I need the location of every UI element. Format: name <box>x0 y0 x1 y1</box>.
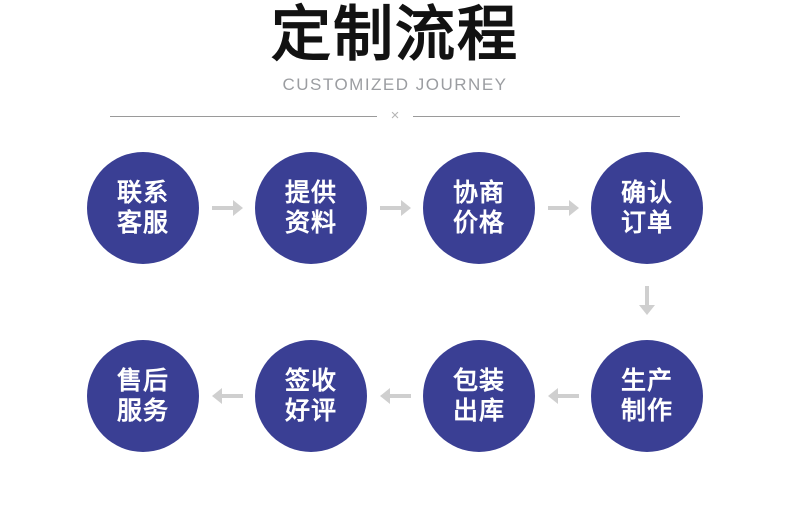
flow-step-circle: 协商 价格 <box>423 152 535 264</box>
flow-step-circle: 售后 服务 <box>87 340 199 452</box>
flow-step-label: 包装 出库 <box>453 366 505 426</box>
flow-step-label-line1: 包装 <box>452 367 505 395</box>
flow-step-label: 生产 制作 <box>621 366 673 426</box>
flow-step: 提供 资料 <box>255 152 367 264</box>
flow-step: 联系 客服 <box>87 152 199 264</box>
flow-arrow-cell <box>199 388 255 404</box>
divider-x-mark: × <box>390 107 400 124</box>
flow-step: 生产 制作 <box>591 340 703 452</box>
flow-step-label-line1: 提供 <box>284 179 337 207</box>
section-title: 定制流程 <box>271 1 519 68</box>
flow-step-label-line1: 联系 <box>116 179 169 207</box>
flow-step-label: 提供 资料 <box>285 178 337 238</box>
section-subtitle: CUSTOMIZED JOURNEY <box>282 75 508 94</box>
flow-step: 确认 订单 <box>591 152 703 264</box>
flow-step-label-line2: 制作 <box>620 397 673 425</box>
flow-step-label-line2: 服务 <box>116 397 169 425</box>
arrow-left-icon <box>211 388 243 404</box>
flow-step-circle: 包装 出库 <box>423 340 535 452</box>
flow-arrow-cell <box>535 388 591 404</box>
flow-arrow-cell <box>199 200 255 216</box>
arrow-left-icon <box>547 388 579 404</box>
flow-step-label: 售后 服务 <box>117 366 169 426</box>
flow-step-circle: 联系 客服 <box>87 152 199 264</box>
flow-step: 协商 价格 <box>423 152 535 264</box>
flow-step-label-line2: 价格 <box>452 209 505 237</box>
arrow-right-icon <box>379 200 411 216</box>
flow-step-label-line2: 好评 <box>284 397 337 425</box>
flow-step-label-line1: 售后 <box>116 367 169 395</box>
flow-step-label: 协商 价格 <box>453 178 505 238</box>
flow-step-circle: 确认 订单 <box>591 152 703 264</box>
section-header: 定制流程 CUSTOMIZED JOURNEY × <box>0 0 790 124</box>
flow-row-1: 联系 客服 提供 资料 <box>87 152 703 264</box>
flow-step-label-line2: 订单 <box>620 209 673 237</box>
arrow-left-icon <box>379 388 411 404</box>
flow-step-label-line2: 资料 <box>284 209 337 237</box>
flow-connector-row <box>87 264 703 340</box>
flow-step-label-line2: 客服 <box>116 209 169 237</box>
flow-step-label-line1: 签收 <box>284 367 337 395</box>
arrow-down-icon <box>639 286 655 315</box>
divider-line-right <box>413 115 681 117</box>
flow-step-label-line1: 确认 <box>620 179 673 207</box>
flow-step-circle: 生产 制作 <box>591 340 703 452</box>
flow-step-label-line1: 生产 <box>620 367 673 395</box>
arrow-right-icon <box>211 200 243 216</box>
divider-line-left <box>110 115 377 117</box>
flow-step-label-line2: 出库 <box>452 397 505 425</box>
flow-step-label: 签收 好评 <box>285 366 337 426</box>
arrow-right-icon <box>547 200 579 216</box>
flow-arrow-cell <box>591 286 703 318</box>
flow-step-label: 联系 客服 <box>117 178 169 238</box>
flow-step: 签收 好评 <box>255 340 367 452</box>
flow-step: 包装 出库 <box>423 340 535 452</box>
flow-step-circle: 提供 资料 <box>255 152 367 264</box>
flow-row-2: 售后 服务 签收 好评 <box>87 340 703 452</box>
flow-step-circle: 签收 好评 <box>255 340 367 452</box>
flow-step-label: 确认 订单 <box>621 178 673 238</box>
flow-step-label-line1: 协商 <box>452 179 505 207</box>
flow-arrow-cell <box>367 388 423 404</box>
flow-step: 售后 服务 <box>87 340 199 452</box>
flow-diagram: 联系 客服 提供 资料 <box>87 152 703 452</box>
flow-arrow-cell <box>535 200 591 216</box>
divider: × <box>110 107 681 124</box>
flow-arrow-cell <box>367 200 423 216</box>
